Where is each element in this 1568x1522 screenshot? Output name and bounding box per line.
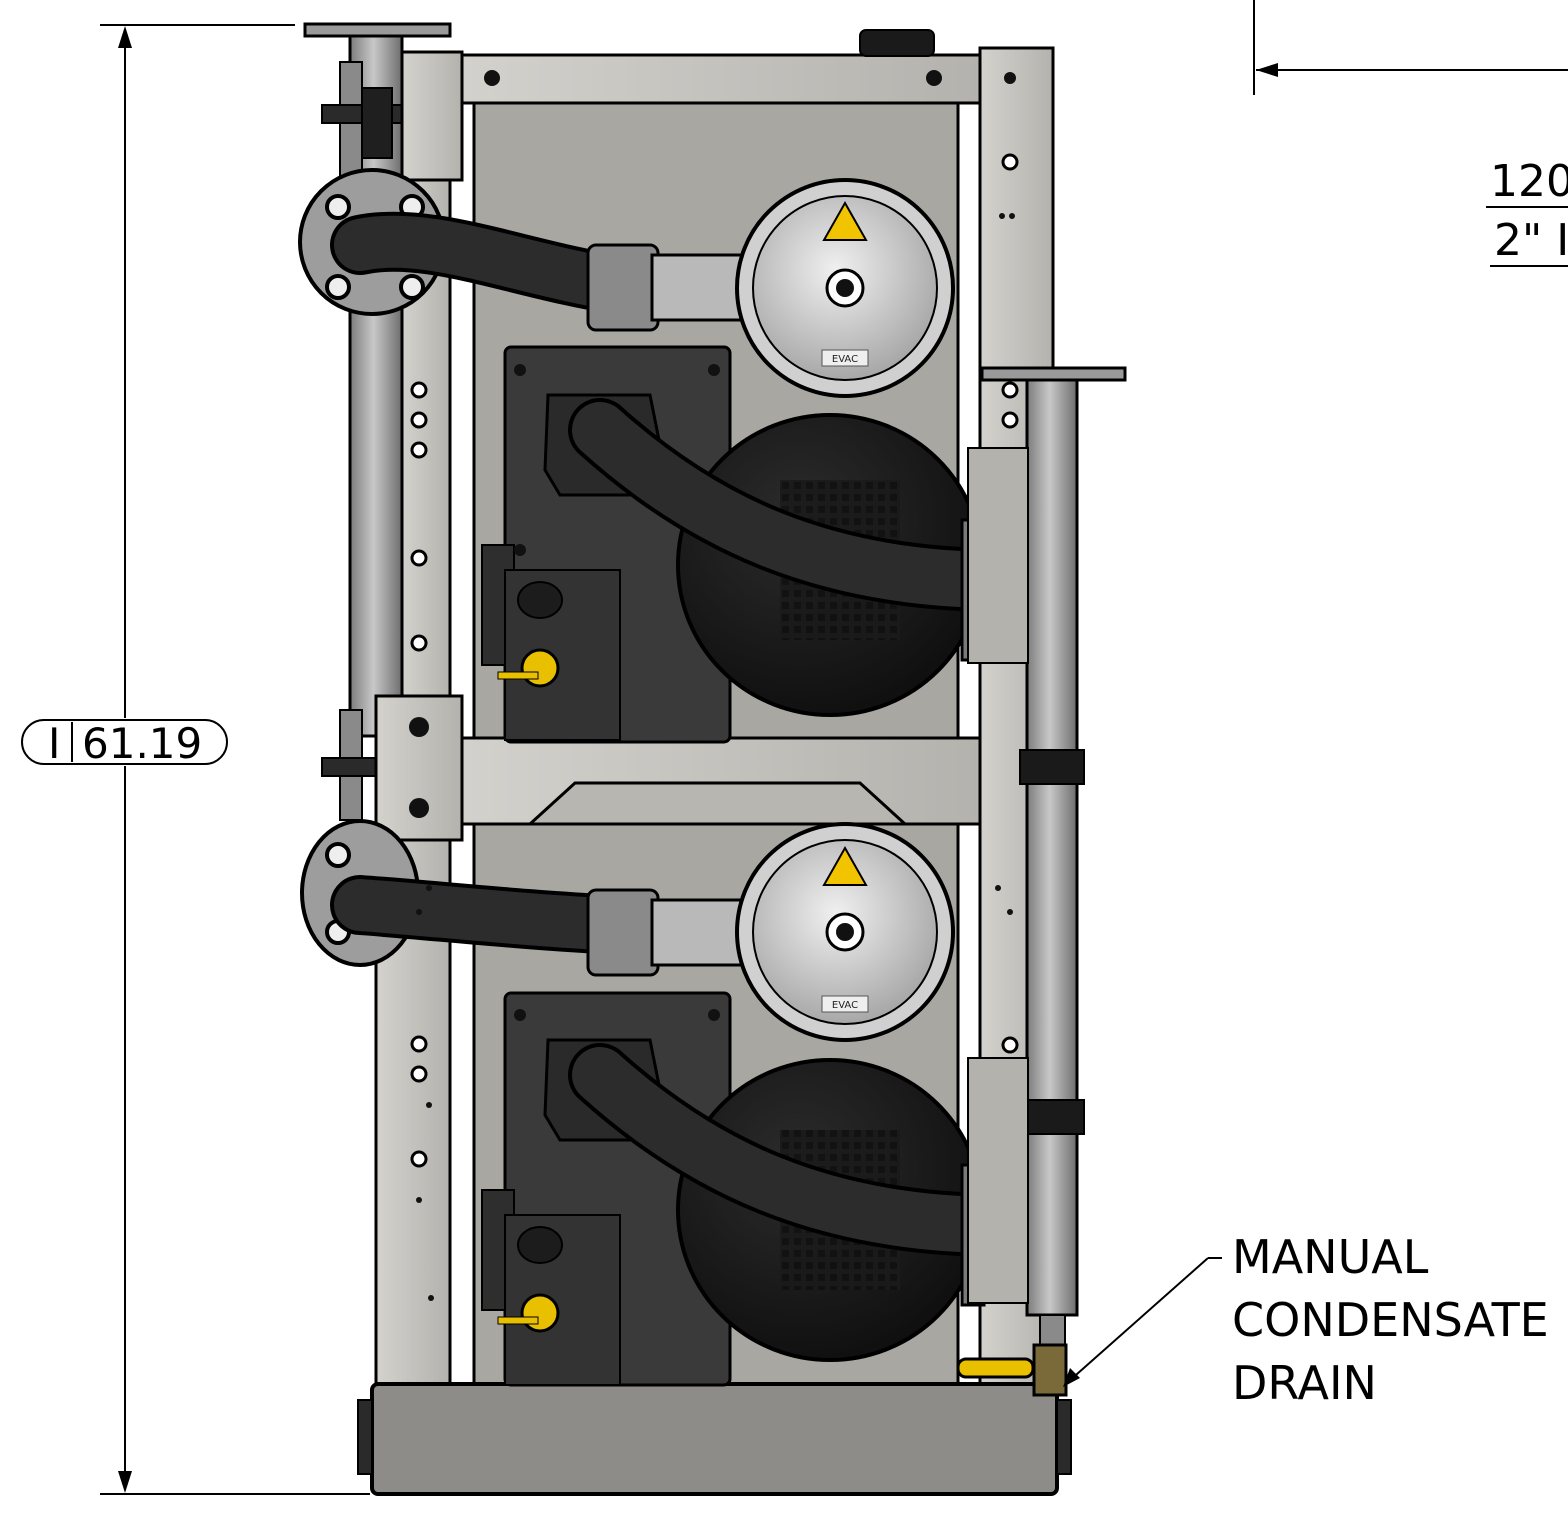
discharge-pipe	[956, 366, 1127, 1397]
mounting-holes	[409, 72, 1019, 1301]
drain-callout: MANUAL CONDENSATE DRAIN	[1063, 1230, 1549, 1410]
upper-pump-unit: EVAC	[330, 178, 1054, 744]
lower-pump-unit: EVAC	[330, 822, 1054, 1387]
height-dimension: I 61.19	[21, 24, 370, 1495]
top-right-text-line1: 120	[1490, 156, 1568, 207]
top-right-dimension: 120 2" I	[1253, 0, 1568, 267]
lower-filter-plate: EVAC	[832, 1000, 858, 1011]
inlet-pipe	[303, 22, 452, 821]
height-prefix: I	[48, 719, 60, 768]
upper-filter-plate: EVAC	[832, 354, 858, 365]
drain-label-line2: CONDENSATE	[1232, 1293, 1549, 1347]
top-right-text-line2: 2" I	[1494, 215, 1568, 266]
drain-label-line3: DRAIN	[1232, 1356, 1377, 1410]
drain-label-line1: MANUAL	[1232, 1230, 1429, 1284]
height-value: 61.19	[82, 719, 202, 768]
